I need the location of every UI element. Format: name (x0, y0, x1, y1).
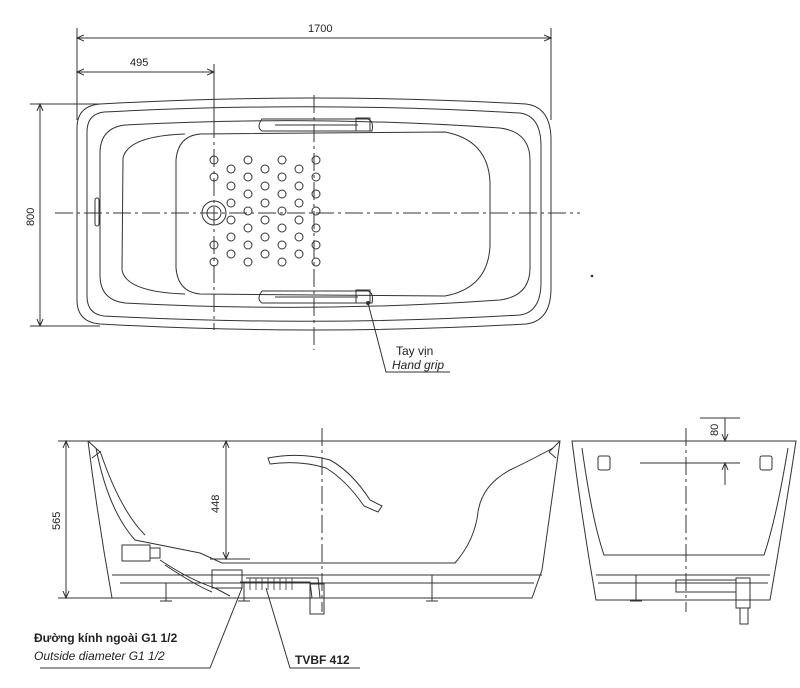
anti-slip-dot (277, 155, 287, 165)
anti-slip-dot (277, 240, 287, 250)
hand-grip-label-vi: Tay vịn (396, 344, 433, 358)
tub-rim-inner (86, 106, 542, 322)
end-grip-left (597, 455, 611, 471)
anti-slip-dot (260, 164, 270, 174)
drain-inner (206, 205, 222, 221)
overflow-slot (94, 197, 100, 227)
anti-slip-dot (294, 181, 304, 191)
hand-grip-side (267, 454, 383, 513)
dim-height-label: 565 (51, 512, 63, 530)
anti-slip-dot (311, 206, 321, 216)
anti-slip-dot (226, 249, 236, 259)
anti-slip-dot (311, 240, 321, 250)
drain-assembly (121, 544, 325, 615)
tub-end-inner-wall (581, 447, 789, 556)
anti-slip-dot (243, 240, 253, 250)
anti-slip-dot (209, 240, 219, 250)
anti-slip-dot (277, 223, 287, 233)
dim-rim-label: 80 (709, 424, 721, 436)
anti-slip-dot (277, 206, 287, 216)
anti-slip-dot (243, 189, 253, 199)
drain-outer (201, 200, 227, 226)
dim-length-label: 1700 (308, 23, 332, 35)
anti-slip-dot (260, 232, 270, 242)
anti-slip-dot (294, 164, 304, 174)
anti-slip-dot (311, 189, 321, 199)
side-view (40, 428, 561, 669)
anti-slip-dot (243, 155, 253, 165)
anti-slip-dot (311, 155, 321, 165)
end-view (571, 417, 797, 625)
anti-slip-dot (209, 172, 219, 182)
tub-side-body (87, 440, 561, 599)
anti-slip-dot (260, 198, 270, 208)
hand-grip-bottom (258, 289, 373, 304)
hand-grip-top (258, 117, 373, 132)
anti-slip-dot (260, 181, 270, 191)
anti-slip-dot (226, 232, 236, 242)
top-view (30, 28, 594, 373)
anti-slip-dot (277, 189, 287, 199)
outside-diameter-label-en: Outside diameter G1 1/2 (34, 649, 165, 663)
tub-outer-rim (76, 97, 552, 331)
anti-slip-dot (209, 257, 219, 267)
anti-slip-dot (311, 257, 321, 267)
outside-diameter-label-vi: Đường kính ngoài G1 1/2 (34, 631, 178, 645)
drain-model-label: TVBF 412 (295, 653, 350, 667)
anti-slip-dot (226, 164, 236, 174)
anti-slip-dot (226, 215, 236, 225)
drain-model-leader (265, 587, 360, 669)
anti-slip-dot (243, 257, 253, 267)
anti-slip-dot (209, 155, 219, 165)
anti-slip-dot (260, 215, 270, 225)
anti-slip-dot (277, 257, 287, 267)
anti-slip-dot (294, 198, 304, 208)
end-grip-right (759, 455, 773, 471)
anti-slip-dot (226, 181, 236, 191)
hand-grip-label-en: Hand grip (392, 358, 444, 372)
anti-slip-dot (277, 172, 287, 182)
anti-slip-dot (294, 249, 304, 259)
anti-slip-dot (243, 172, 253, 182)
dim-drain-offset-label: 495 (130, 57, 148, 69)
anti-slip-dot (311, 223, 321, 233)
tub-side-inner-wall (95, 447, 554, 564)
anti-slip-dot (243, 206, 253, 216)
dim-width-label: 800 (25, 208, 37, 226)
anti-slip-dots (209, 155, 321, 267)
tub-floor-outline (175, 131, 491, 297)
anti-slip-dot (294, 215, 304, 225)
anti-slip-dot (294, 232, 304, 242)
anti-slip-dot (260, 249, 270, 259)
outside-diameter-leader (40, 587, 243, 669)
tub-backrest (121, 133, 186, 295)
anti-slip-dot (243, 223, 253, 233)
dim-inner-depth-label: 448 (210, 495, 222, 513)
anti-slip-dot (226, 198, 236, 208)
adjustable-feet (160, 575, 438, 602)
hand-grip-leader (367, 302, 450, 373)
anti-slip-dot (311, 172, 321, 182)
tub-end-body (571, 440, 797, 601)
end-drain-assembly (675, 577, 751, 625)
tub-basin (99, 120, 531, 308)
